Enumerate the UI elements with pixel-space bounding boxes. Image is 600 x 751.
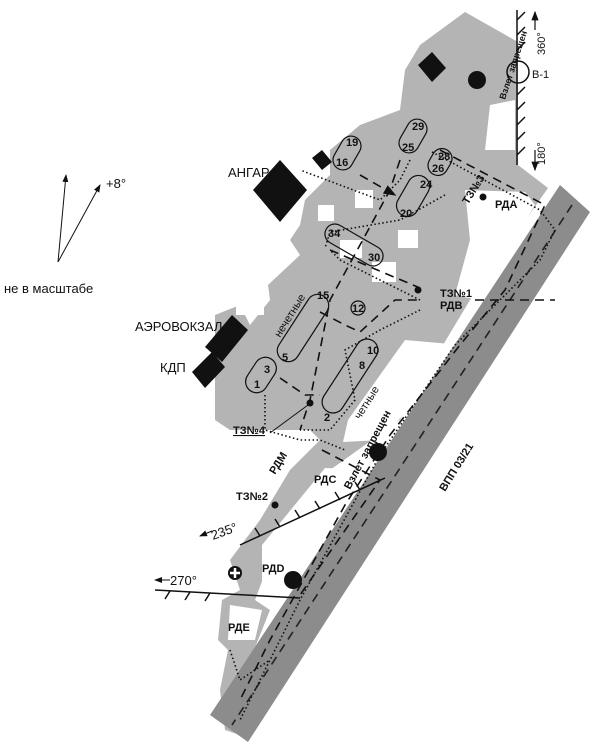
north-arrow — [57, 174, 101, 263]
svg-text:2: 2 — [324, 412, 330, 424]
svg-text:1: 1 — [290, 576, 296, 588]
restriction-lines — [154, 10, 530, 602]
tower-building — [192, 352, 225, 388]
point-b1-label: В-1 — [532, 69, 549, 81]
terminal-label: АЭРОВОКЗАЛ — [135, 319, 222, 334]
svg-text:12: 12 — [352, 303, 364, 315]
svg-text:1: 1 — [375, 448, 381, 460]
grass-areas — [228, 100, 535, 640]
svg-text:8: 8 — [359, 360, 365, 372]
taxiway-rdd: РДD — [262, 563, 284, 575]
arrow-235-icon — [199, 530, 213, 537]
svg-text:29: 29 — [412, 121, 424, 133]
svg-text:1: 1 — [254, 379, 260, 391]
holding-point-tz4: ТЗ№4 — [233, 425, 266, 437]
taxiway-rds: РДС — [314, 474, 336, 486]
terminal-building — [205, 315, 248, 362]
svg-text:20: 20 — [400, 208, 412, 220]
stands — [245, 118, 453, 414]
runway-03-21 — [210, 185, 590, 742]
heading-235: 235° — [209, 520, 239, 543]
svg-text:19: 19 — [346, 137, 358, 149]
svg-text:34: 34 — [328, 228, 341, 240]
svg-text:1: 1 — [474, 76, 480, 88]
stand-numbers: 19 16 29 25 28 26 24 20 34 30 15 5 12 10… — [254, 121, 450, 424]
hangar-building — [253, 160, 307, 222]
runway-centerline — [231, 204, 573, 726]
tower-label: КДП — [160, 360, 186, 375]
taxiway-rdv: РДВ — [440, 300, 462, 312]
taxiway-rda: РДА — [495, 199, 517, 211]
heading-270: 270° — [170, 573, 197, 588]
heading-360: 360° — [536, 32, 548, 55]
scale-note: не в масштабе — [4, 281, 93, 296]
taxiway-rdm: РДМ — [267, 450, 290, 476]
svg-text:16: 16 — [336, 157, 348, 169]
svg-text:30: 30 — [368, 252, 380, 264]
svg-text:28: 28 — [438, 151, 450, 163]
svg-text:25: 25 — [402, 142, 414, 154]
holding-point-tz2: ТЗ№2 — [236, 491, 268, 503]
heading-180: 180° — [536, 142, 548, 165]
svg-text:5: 5 — [282, 352, 288, 364]
svg-text:10: 10 — [367, 345, 379, 357]
hotspot-markers: 1 1 1 — [284, 71, 486, 589]
holding-point-tz1: ТЗ№1 — [440, 288, 472, 300]
buildings — [192, 52, 446, 388]
hangar-label: АНГАР — [228, 165, 270, 180]
medical-cross-icon — [228, 566, 242, 580]
holding-points — [271, 193, 487, 509]
svg-text:26: 26 — [432, 163, 444, 175]
svg-text:24: 24 — [420, 179, 433, 191]
taxi-routes — [229, 149, 556, 721]
runway-label: ВПП 03/21 — [437, 441, 476, 493]
taxiway-rde: РДЕ — [228, 622, 250, 634]
tz4-leader — [269, 404, 309, 434]
svg-text:15: 15 — [317, 290, 329, 302]
magnetic-variation: +8° — [106, 176, 126, 191]
svg-text:3: 3 — [264, 364, 270, 376]
